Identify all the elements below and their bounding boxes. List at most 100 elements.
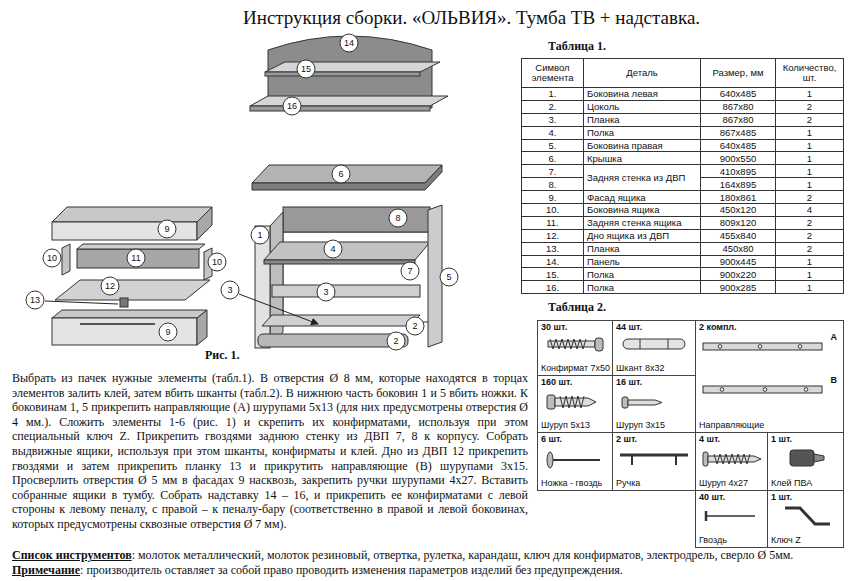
table-text: 2 — [807, 230, 812, 241]
hardware-name: Ключ Z — [771, 535, 801, 545]
hardware-name: Направляющие — [699, 420, 764, 430]
table-cell: Количество, шт. — [776, 59, 844, 88]
table-text: 10. — [546, 204, 559, 215]
table-cell: 900х285 — [701, 281, 776, 294]
hardware-cell: 44 шт.Шкант 8х32 — [612, 320, 696, 376]
table-cell: Деталь — [584, 59, 701, 88]
callout-number: 10 — [207, 252, 227, 272]
table-text: Задняя стенка ящика — [587, 217, 681, 228]
callout-number: 10 — [42, 248, 62, 268]
table-text: 14. — [546, 256, 559, 267]
hardware-cell: 2 компл.АВНаправляющие — [695, 320, 844, 433]
table-cell: Дно ящика из ДВП — [584, 229, 701, 242]
hardware-cell: 1 шт. Ключ Z — [767, 490, 844, 548]
table-cell: 809х120 — [701, 216, 776, 229]
table-text: Полка — [587, 269, 614, 280]
table-text: 1 — [807, 140, 812, 151]
hardware-icon-shape — [631, 455, 633, 465]
table-text: 450х80 — [722, 243, 753, 254]
table-text: 2. — [549, 101, 557, 112]
cabinet-body-shape — [255, 226, 270, 348]
tools-line: Список инструментов: молоток металлическ… — [12, 548, 847, 563]
hardware-name: Гвоздь — [699, 535, 727, 545]
superstructure-shape — [250, 106, 430, 111]
quantity: 16 шт. — [616, 377, 642, 387]
table-cell: 11. — [522, 216, 584, 229]
cabinet-body-shape — [264, 242, 430, 260]
table-cell: 1 — [776, 152, 844, 165]
hardware-icon-shape — [640, 339, 641, 349]
drawer-parts-shape — [80, 323, 155, 325]
cabinet-body — [255, 205, 442, 348]
table-cell: 1 — [776, 88, 844, 101]
table-cell: 2 — [776, 229, 844, 242]
table-text: 15. — [546, 269, 559, 280]
callout-circle — [127, 249, 145, 267]
table-text: 9. — [549, 192, 557, 203]
table-text: 1 — [807, 166, 812, 177]
leader-line-shape — [45, 301, 118, 304]
table-cell: Символ элемента — [522, 59, 584, 88]
hardware-icon-shape — [804, 388, 808, 392]
table-cell: Планка — [584, 242, 701, 255]
callout-circle — [401, 262, 419, 280]
table-text: 4 — [807, 204, 812, 215]
table-cell: 8. — [522, 178, 584, 191]
table-cell: 2 — [776, 242, 844, 255]
rail-letter: А — [831, 332, 838, 342]
hardware-icon-shape — [547, 395, 555, 409]
table-cell: 16. — [522, 281, 584, 294]
table-cell: 900х550 — [701, 152, 776, 165]
callout-number: 7 — [400, 261, 420, 281]
drawer-parts-shape — [120, 298, 128, 307]
callout-number: 11 — [126, 248, 146, 268]
leader-line — [45, 294, 318, 324]
cabinet-top-shape — [252, 165, 442, 183]
instructions: Выбрать из пачек нужные элементы (табл.1… — [12, 371, 528, 532]
quantity: 4 шт. — [699, 434, 720, 444]
table-cell: 1 — [776, 178, 844, 191]
drawer-parts-shape — [197, 310, 207, 345]
table-cell: Цоколь — [584, 100, 701, 113]
parts-table: Символ элементаДетальРазмер, ммКоличеств… — [521, 58, 844, 294]
quantity: 40 шт. — [699, 492, 725, 502]
table-text: Панель — [587, 256, 620, 267]
table-text: Планка — [587, 243, 620, 254]
table-cell: 640х485 — [701, 139, 776, 152]
table-cell: 450х80 — [701, 242, 776, 255]
table-text: 867х80 — [722, 101, 753, 112]
table-text: 809х120 — [720, 217, 756, 228]
table-text: 1 — [807, 269, 812, 280]
table-text: 900х550 — [720, 153, 756, 164]
hardware-icon-shape — [705, 511, 708, 521]
table-cell: Крышка — [584, 152, 701, 165]
hardware-cell: 2 шт.Ручка — [612, 432, 696, 491]
table-text: Боковина ящика — [587, 204, 660, 215]
table-cell: 867х80 — [701, 113, 776, 126]
table-text: Боковина правая — [587, 140, 663, 151]
callout-circle — [221, 281, 239, 299]
callout-number: 1 — [250, 225, 270, 245]
table-cell: 9. — [522, 191, 584, 204]
callout-circles — [26, 34, 458, 350]
hardware-icon-shape — [763, 388, 767, 392]
drawer-parts-shape — [55, 280, 210, 300]
table-text: 1 — [807, 256, 812, 267]
table-cell: 867х80 — [701, 100, 776, 113]
table-cell: Панель — [584, 255, 701, 268]
drawer-parts — [52, 207, 212, 345]
table-text: 1 — [807, 127, 812, 138]
table-cell: Задняя стенка ящика — [584, 216, 701, 229]
table-text: 2 — [807, 217, 812, 228]
callout-number: 9 — [158, 322, 178, 342]
callout-circle — [406, 317, 424, 335]
table-cell: 2 — [776, 113, 844, 126]
table-cell: Боковина левая — [584, 88, 701, 101]
callout-circle — [251, 226, 269, 244]
quantity: 1 шт. — [771, 492, 792, 502]
table-cell: 5. — [522, 139, 584, 152]
table-text: 450х120 — [720, 204, 756, 215]
drawer-parts-shape — [77, 249, 199, 268]
callout-circle — [43, 249, 61, 267]
callout-circle — [389, 209, 407, 227]
